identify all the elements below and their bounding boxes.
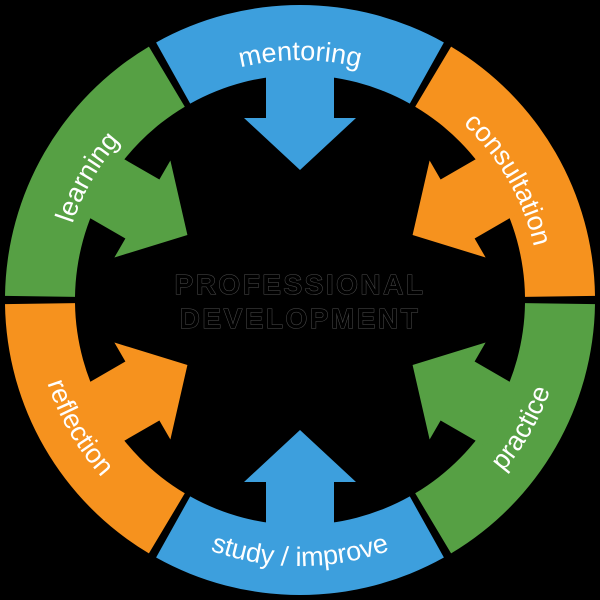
arrow-consultation-icon xyxy=(412,153,520,258)
ring-segments xyxy=(5,5,595,595)
segment-study-improve xyxy=(156,496,444,595)
segment-practice xyxy=(415,303,595,554)
segment-learning xyxy=(5,46,185,297)
center-title-line1: PROFESSIONAL xyxy=(175,269,426,300)
arrow-mentoring-icon xyxy=(244,66,356,170)
segment-mentoring xyxy=(156,5,444,104)
segment-reflection xyxy=(5,303,185,554)
inward-arrows xyxy=(80,66,520,534)
arrow-practice-icon xyxy=(412,342,520,447)
center-title: PROFESSIONAL DEVELOPMENT xyxy=(174,269,426,335)
arrow-reflection-icon xyxy=(80,342,188,447)
arrow-study-improve-icon xyxy=(244,430,356,534)
center-title-line2: DEVELOPMENT xyxy=(180,303,421,334)
segment-consultation xyxy=(415,46,595,297)
arrow-learning-icon xyxy=(80,153,188,258)
